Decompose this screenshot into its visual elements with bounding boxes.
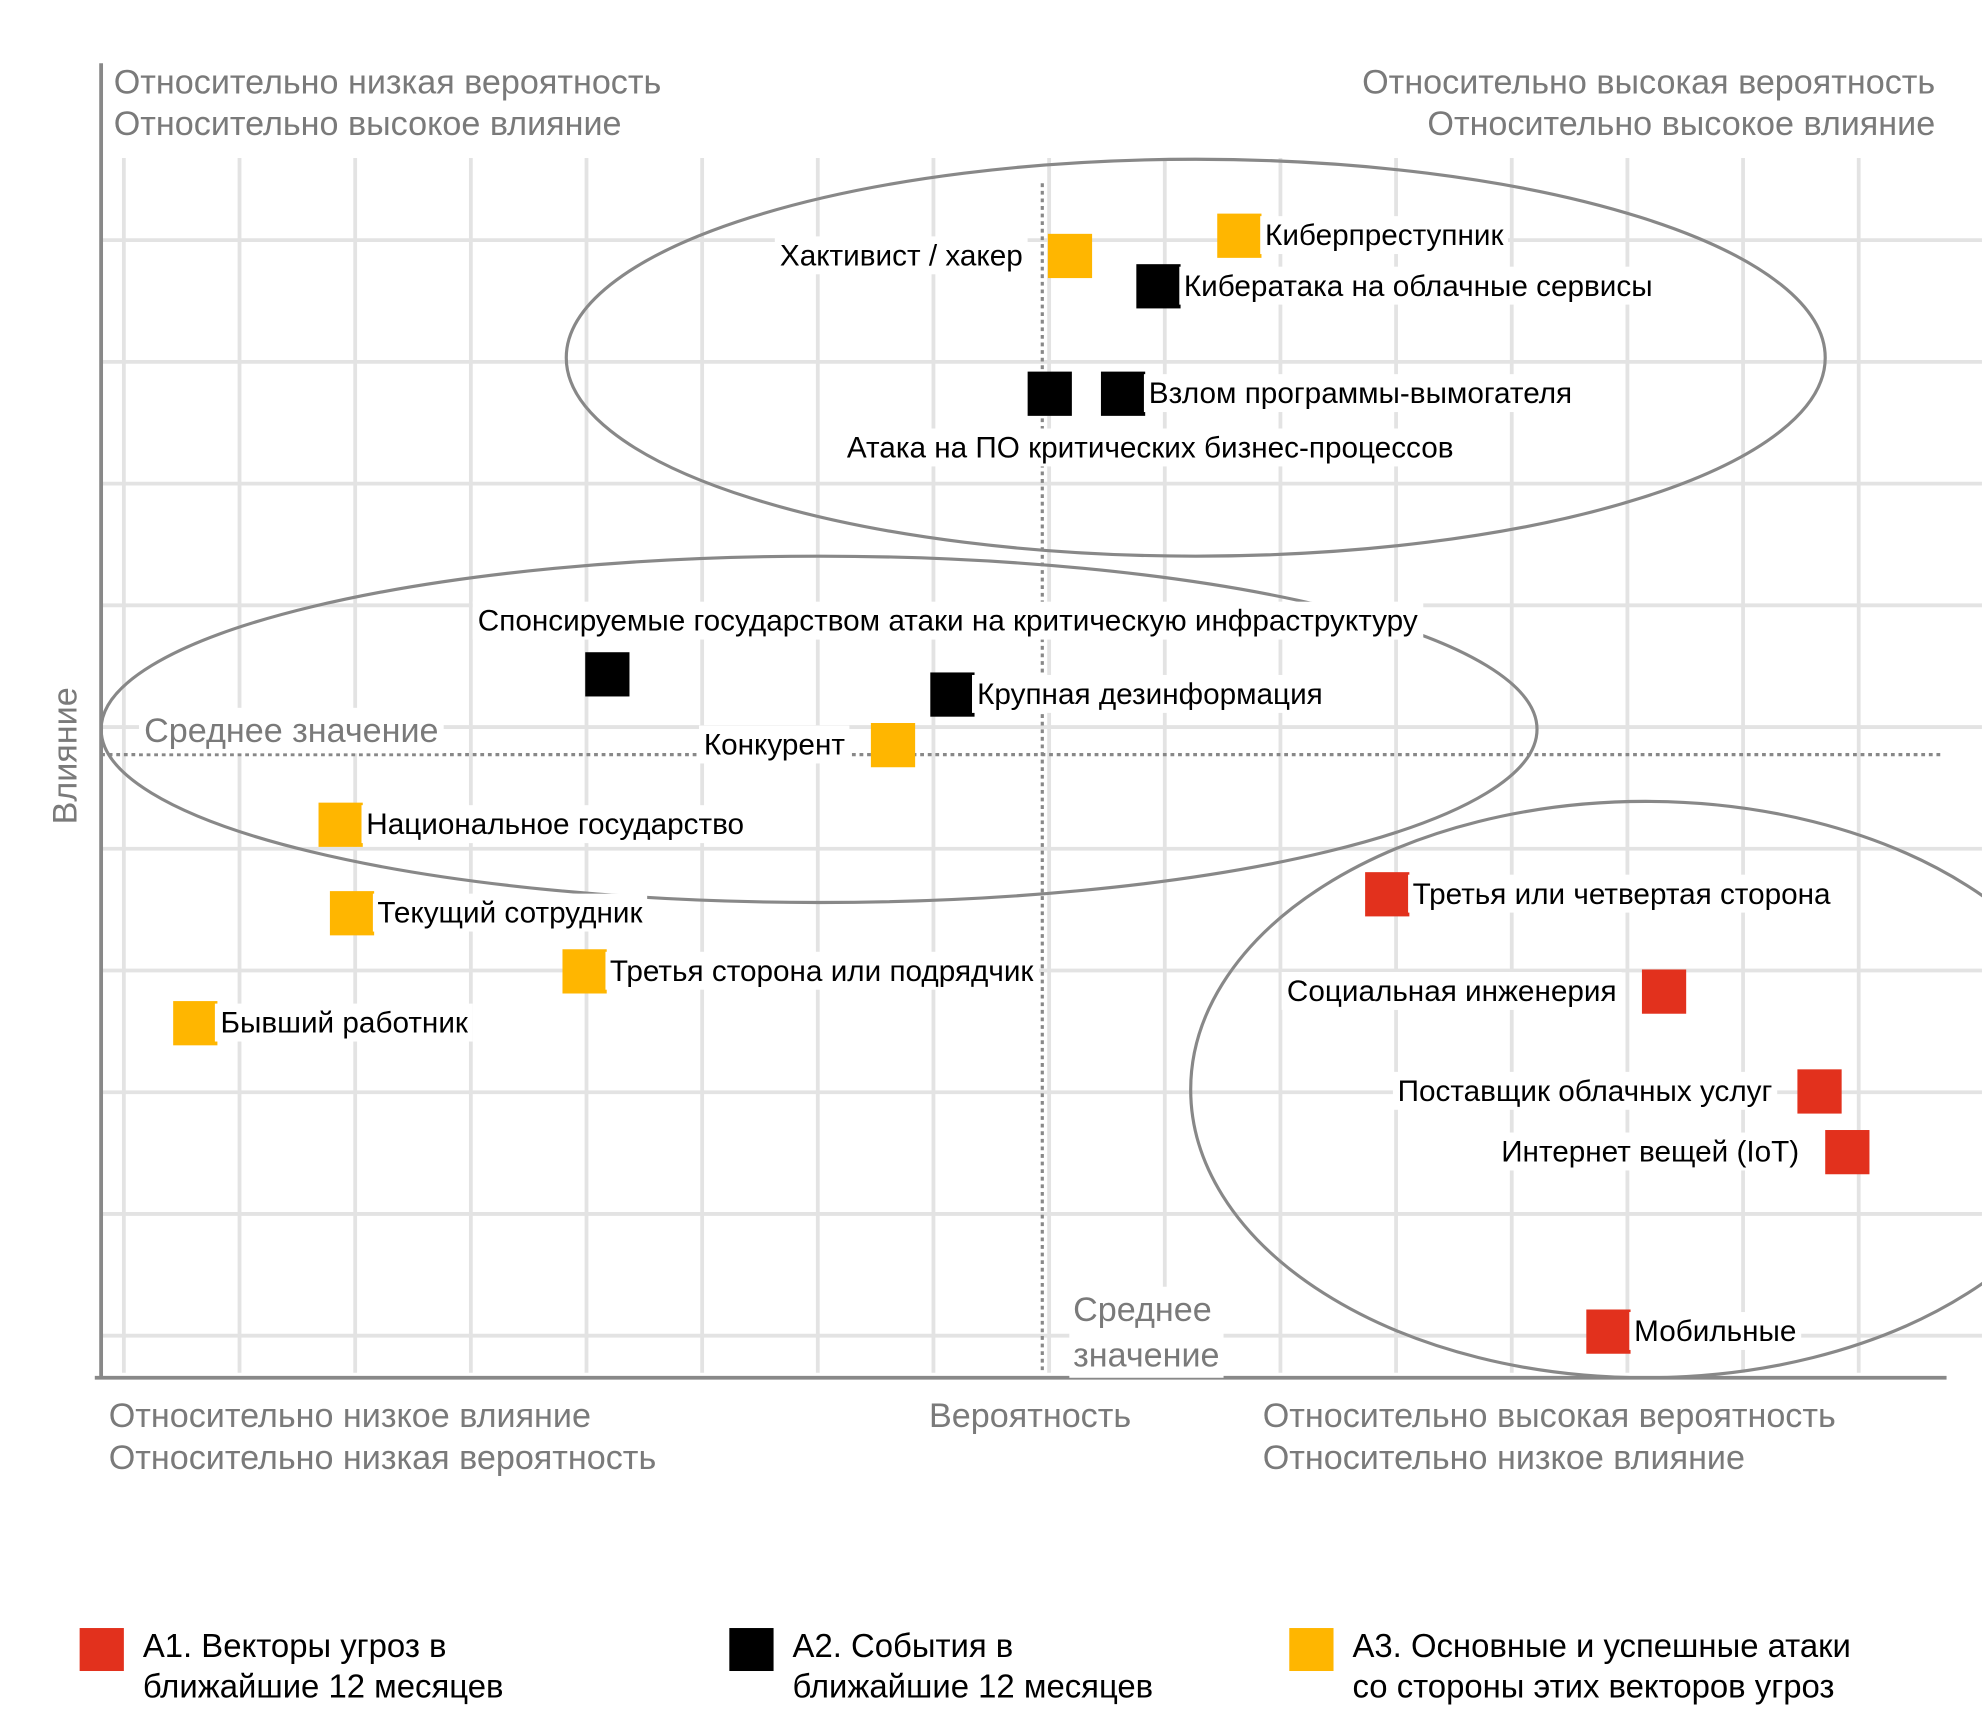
quadrant-label-line: Относительно высокая вероятность	[1262, 1396, 1836, 1435]
legend-line: A3. Основные и успешные атаки	[1352, 1626, 1851, 1665]
legend-line: ближайшие 12 месяцев	[792, 1667, 1154, 1706]
data-point-a1	[1642, 968, 1687, 1014]
legend-swatch-black	[729, 1628, 774, 1672]
data-point-label: Атака на ПО критических бизнес-процессов	[841, 428, 1459, 467]
legend-swatch-red	[79, 1628, 124, 1672]
data-point-a2	[584, 651, 629, 696]
data-point-a3	[870, 722, 915, 767]
data-point-label: Третья или четвертая сторона	[1407, 874, 1836, 913]
y-axis-label: Влияние	[46, 687, 85, 825]
data-point-label: Кибератака на облачные сервисы	[1178, 266, 1658, 305]
data-point-label: Бывший работник	[215, 1003, 473, 1042]
data-point-a1	[1365, 871, 1410, 916]
data-point-label: Конкурент	[698, 725, 851, 764]
mean-x-label-line: Среднее	[1073, 1290, 1212, 1329]
mean-y-label: Среднее значение	[139, 707, 444, 754]
data-point-label: Хактивист / хакер	[774, 236, 1028, 275]
quadrant-label-line: Относительно низкое влияние	[1262, 1438, 1745, 1477]
quadrant-label-line: Относительно высокое влияние	[113, 104, 622, 143]
data-point-a3	[1047, 233, 1093, 278]
data-point-a3	[329, 890, 375, 935]
data-point-label: Третья сторона или подрядчик	[604, 951, 1039, 990]
data-point-label: Спонсируемые государством атаки на крити…	[472, 601, 1423, 640]
data-point-a2	[1027, 370, 1072, 416]
quadrant-label-bottom-left: Относительно низкое влияние Относительно…	[109, 1395, 657, 1478]
data-point-a1	[1586, 1308, 1631, 1354]
quadrant-label-line: Относительно низкая вероятность	[113, 63, 662, 102]
data-point-a2	[1101, 370, 1146, 416]
data-point-label: Национальное государство	[361, 805, 750, 844]
legend-item-a3: A3. Основные и успешные атаки со стороны…	[1289, 1626, 1851, 1707]
legend-item-a2: A2. События в ближайшие 12 месяцев	[729, 1626, 1153, 1707]
legend-item-a1: A1. Векторы угроз в ближайшие 12 месяцев	[79, 1626, 504, 1707]
data-point-a3	[173, 1000, 218, 1045]
quadrant-label-bottom-right: Относительно высокая вероятность Относит…	[1263, 1395, 1836, 1478]
data-point-label: Интернет вещей (IoT)	[1496, 1132, 1805, 1171]
data-point-a2	[929, 671, 974, 717]
legend-text: A3. Основные и успешные атаки со стороны…	[1352, 1626, 1850, 1707]
data-point-a1	[1824, 1129, 1870, 1174]
legend-line: A1. Векторы угроз в	[142, 1626, 447, 1665]
data-point-a3	[1217, 212, 1262, 258]
x-axis-label: Вероятность	[929, 1396, 1132, 1435]
legend-line: ближайшие 12 месяцев	[142, 1667, 504, 1706]
legend-line: со стороны этих векторов угроз	[1352, 1667, 1835, 1706]
quadrant-label-top-right: Относительно высокая вероятность Относит…	[1362, 62, 1935, 145]
quadrant-label-line: Относительно низкая вероятность	[108, 1438, 657, 1477]
quadrant-label-line: Относительно высокое влияние	[1427, 104, 1936, 143]
quadrant-label-line: Относительно низкое влияние	[108, 1396, 591, 1435]
data-point-a1	[1797, 1068, 1842, 1113]
data-point-label: Поставщик облачных услуг	[1392, 1071, 1778, 1110]
legend-swatch-yellow	[1289, 1628, 1334, 1672]
legend-line: A2. События в	[792, 1626, 1014, 1665]
quadrant-label-top-left: Относительно низкая вероятность Относите…	[114, 62, 662, 145]
mean-x-label-line: значение	[1073, 1336, 1220, 1374]
legend-text: A2. События в ближайшие 12 месяцев	[793, 1626, 1154, 1707]
data-point-label: Текущий сотрудник	[372, 893, 648, 932]
data-point-label: Взлом программы-вымогателя	[1143, 374, 1578, 413]
data-point-a3	[318, 802, 364, 847]
legend-text: A1. Векторы угроз в ближайшие 12 месяцев	[143, 1626, 504, 1707]
cluster-ellipse-top	[564, 157, 1827, 558]
data-point-label: Социальная инженерия	[1281, 972, 1622, 1010]
data-point-a3	[562, 948, 607, 993]
quadrant-label-line: Относительно высокая вероятность	[1362, 63, 1936, 102]
data-point-label: Крупная дезинформация	[972, 674, 1328, 713]
data-point-label: Киберпреступник	[1259, 216, 1509, 255]
data-point-label: Мобильные	[1629, 1312, 1802, 1350]
mean-x-label: Среднее значение	[1069, 1286, 1224, 1378]
data-point-a2	[1136, 263, 1181, 308]
